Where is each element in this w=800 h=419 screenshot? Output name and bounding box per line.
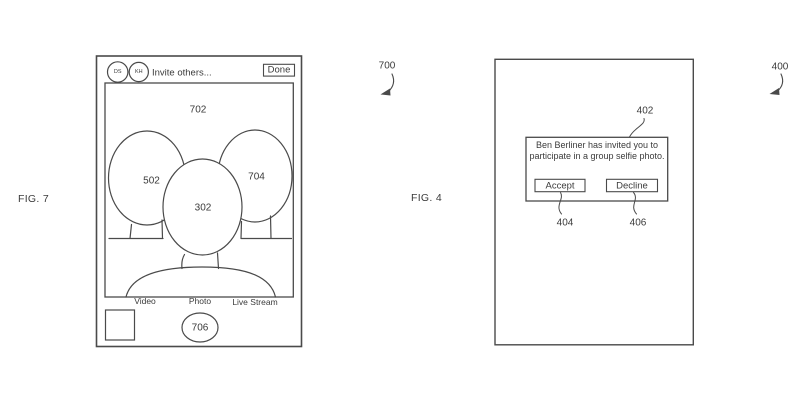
viewfinder-frame <box>104 82 294 298</box>
done-button-frame <box>262 63 296 77</box>
person-center-shoulders <box>125 266 277 298</box>
ref-406: 406 <box>629 217 647 228</box>
invitation-dialog-frame <box>525 136 669 202</box>
fig7-ref-arrowhead <box>380 88 391 96</box>
camera-roll-thumbnail <box>104 309 136 341</box>
fig7-label: FIG. 7 <box>18 193 49 205</box>
ref-402: 402 <box>636 105 654 117</box>
leader-line-404 <box>558 192 562 215</box>
accept-button-label: Accept <box>545 180 575 191</box>
decline-button-label: Decline <box>616 180 648 191</box>
fig4-label: FIG. 4 <box>411 191 442 204</box>
avatar-circle-right <box>128 61 149 83</box>
mode-tab-video: Video <box>134 296 156 306</box>
invite-others-title: Invite others... <box>152 67 212 78</box>
fig4-ref-arrowhead <box>769 88 780 95</box>
mode-tab-photo: Photo <box>188 296 212 306</box>
avatar-circle-left <box>106 61 129 83</box>
leader-line-402 <box>629 118 645 138</box>
shutter-button-circle <box>181 312 219 343</box>
done-button-label: Done <box>267 64 291 76</box>
accept-button-frame <box>534 178 586 193</box>
leader-line-406 <box>633 192 637 215</box>
person-right-shoulders <box>240 215 293 240</box>
ref-404: 404 <box>556 217 574 228</box>
ref-706: 706 <box>191 322 209 333</box>
ref-704: 704 <box>248 171 265 182</box>
avatar-initials-left: DS <box>113 69 122 75</box>
fig4-drawing <box>494 58 784 346</box>
mode-tab-live-stream: Live Stream <box>232 296 278 307</box>
ref-702: 702 <box>189 104 207 116</box>
person-center-head <box>162 158 243 256</box>
fig4-ref-number: 400 <box>771 61 789 73</box>
ref-302: 302 <box>194 202 212 213</box>
fig7-drawing <box>95 55 395 348</box>
invitation-dialog-message: Ben Berliner has invited you to particip… <box>529 140 665 161</box>
fig7-ref-number: 700 <box>378 60 396 72</box>
avatar-initials-right: KH <box>134 69 143 75</box>
person-left-shoulders <box>108 219 164 240</box>
fig7-phone-frame <box>95 55 303 348</box>
fig4-device-frame <box>494 58 695 346</box>
decline-button-frame <box>605 178 659 193</box>
ref-502: 502 <box>143 175 160 186</box>
